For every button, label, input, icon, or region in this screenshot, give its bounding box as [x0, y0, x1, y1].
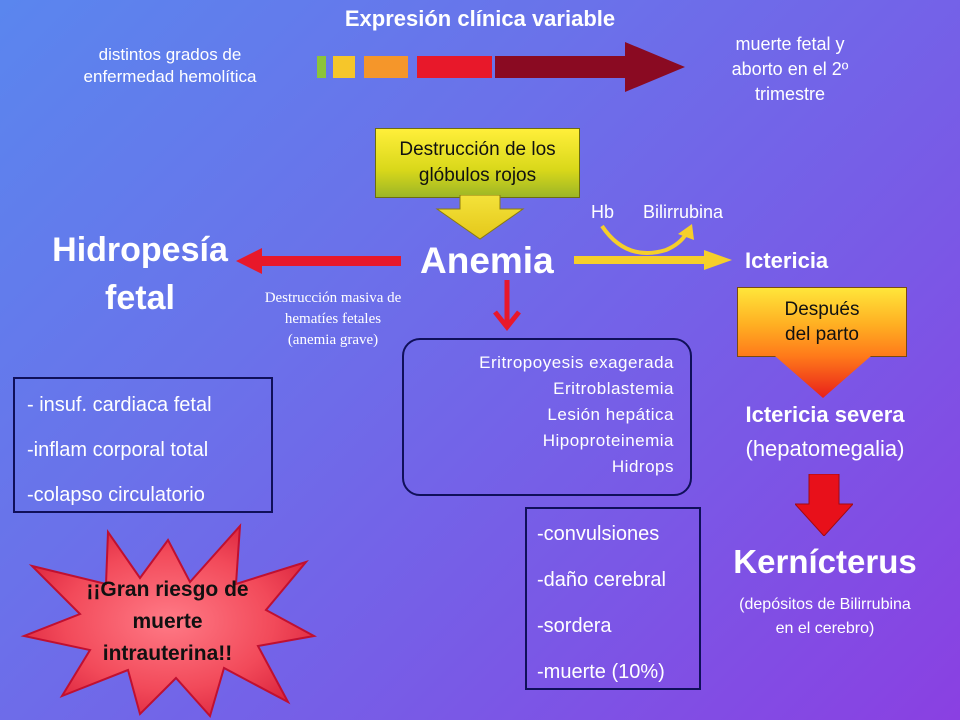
- severity-segment-4: [417, 56, 492, 78]
- down-arrow-to-anemia: [435, 195, 525, 240]
- ictericia-severa-label: Ictericia severa (hepatomegalia): [745, 402, 905, 461]
- list-item: Eritroblastemia: [553, 379, 674, 398]
- hb-bilirrubina-curve-arrow: [600, 224, 694, 255]
- despues-del-parto-box: Después del parto: [737, 287, 907, 357]
- list-item: -colapso circulatorio: [27, 484, 205, 506]
- arrow-to-kernicterus: [795, 474, 853, 536]
- arrow-to-ictericia: [574, 250, 732, 270]
- depositos-bilirrubina-text: (depósitos de Bilirrubina en el cerebro): [739, 596, 911, 637]
- list-item: Hipoproteinemia: [542, 431, 674, 450]
- severity-segment-3: [364, 56, 408, 78]
- severity-arrow: [495, 42, 685, 92]
- riesgo-muerte-text: ¡¡Gran riesgo de muerte intrauterina!!: [86, 578, 249, 665]
- list-item: Hidrops: [611, 457, 674, 476]
- ictericia-label: Ictericia: [745, 248, 829, 273]
- anemia-effects-box: Eritropoyesis exagerada Eritroblastemia …: [402, 338, 692, 496]
- kernicterus-effects-box: -convulsiones -daño cerebral -sordera -m…: [525, 507, 701, 690]
- list-item: -inflam corporal total: [27, 439, 209, 461]
- destruccion-globulos-box: Destrucción de los glóbulos rojos: [375, 128, 580, 198]
- hidropesia-fetal-label: Hidropesía fetal: [52, 231, 228, 317]
- destruccion-masiva-text: Destrucción masiva de hematíes fetales (…: [264, 290, 402, 348]
- explosion-star-shape: [20, 523, 317, 718]
- severity-low-label: distintos grados de enfermedad hemolític…: [83, 45, 257, 86]
- arrow-to-ictericia-severa: [775, 356, 871, 398]
- severity-high-label: muerte fetal y aborto en el 2º trimestre: [731, 34, 849, 104]
- arrow-to-anemia-effects: [493, 280, 521, 332]
- hidropesia-effects-box: - insuf. cardiaca fetal -inflam corporal…: [13, 377, 273, 513]
- severity-segment-2: [333, 56, 355, 78]
- anemia-label: Anemia: [420, 240, 554, 281]
- list-item: -muerte (10%): [537, 661, 665, 683]
- diagram-title: Expresión clínica variable: [344, 6, 616, 31]
- list-item: -daño cerebral: [537, 569, 666, 591]
- list-item: -convulsiones: [537, 523, 660, 545]
- list-item: Eritropoyesis exagerada: [479, 353, 674, 372]
- bilirrubina-label: Bilirrubina: [643, 202, 724, 222]
- list-item: -sordera: [537, 615, 612, 637]
- list-item: - insuf. cardiaca fetal: [27, 394, 212, 416]
- hb-label: Hb: [591, 202, 615, 222]
- arrow-to-hidropesia: [236, 248, 401, 274]
- severity-segment-1: [317, 56, 326, 78]
- list-item: Lesión hepática: [547, 405, 674, 424]
- kernicterus-label: Kernícterus: [733, 543, 917, 580]
